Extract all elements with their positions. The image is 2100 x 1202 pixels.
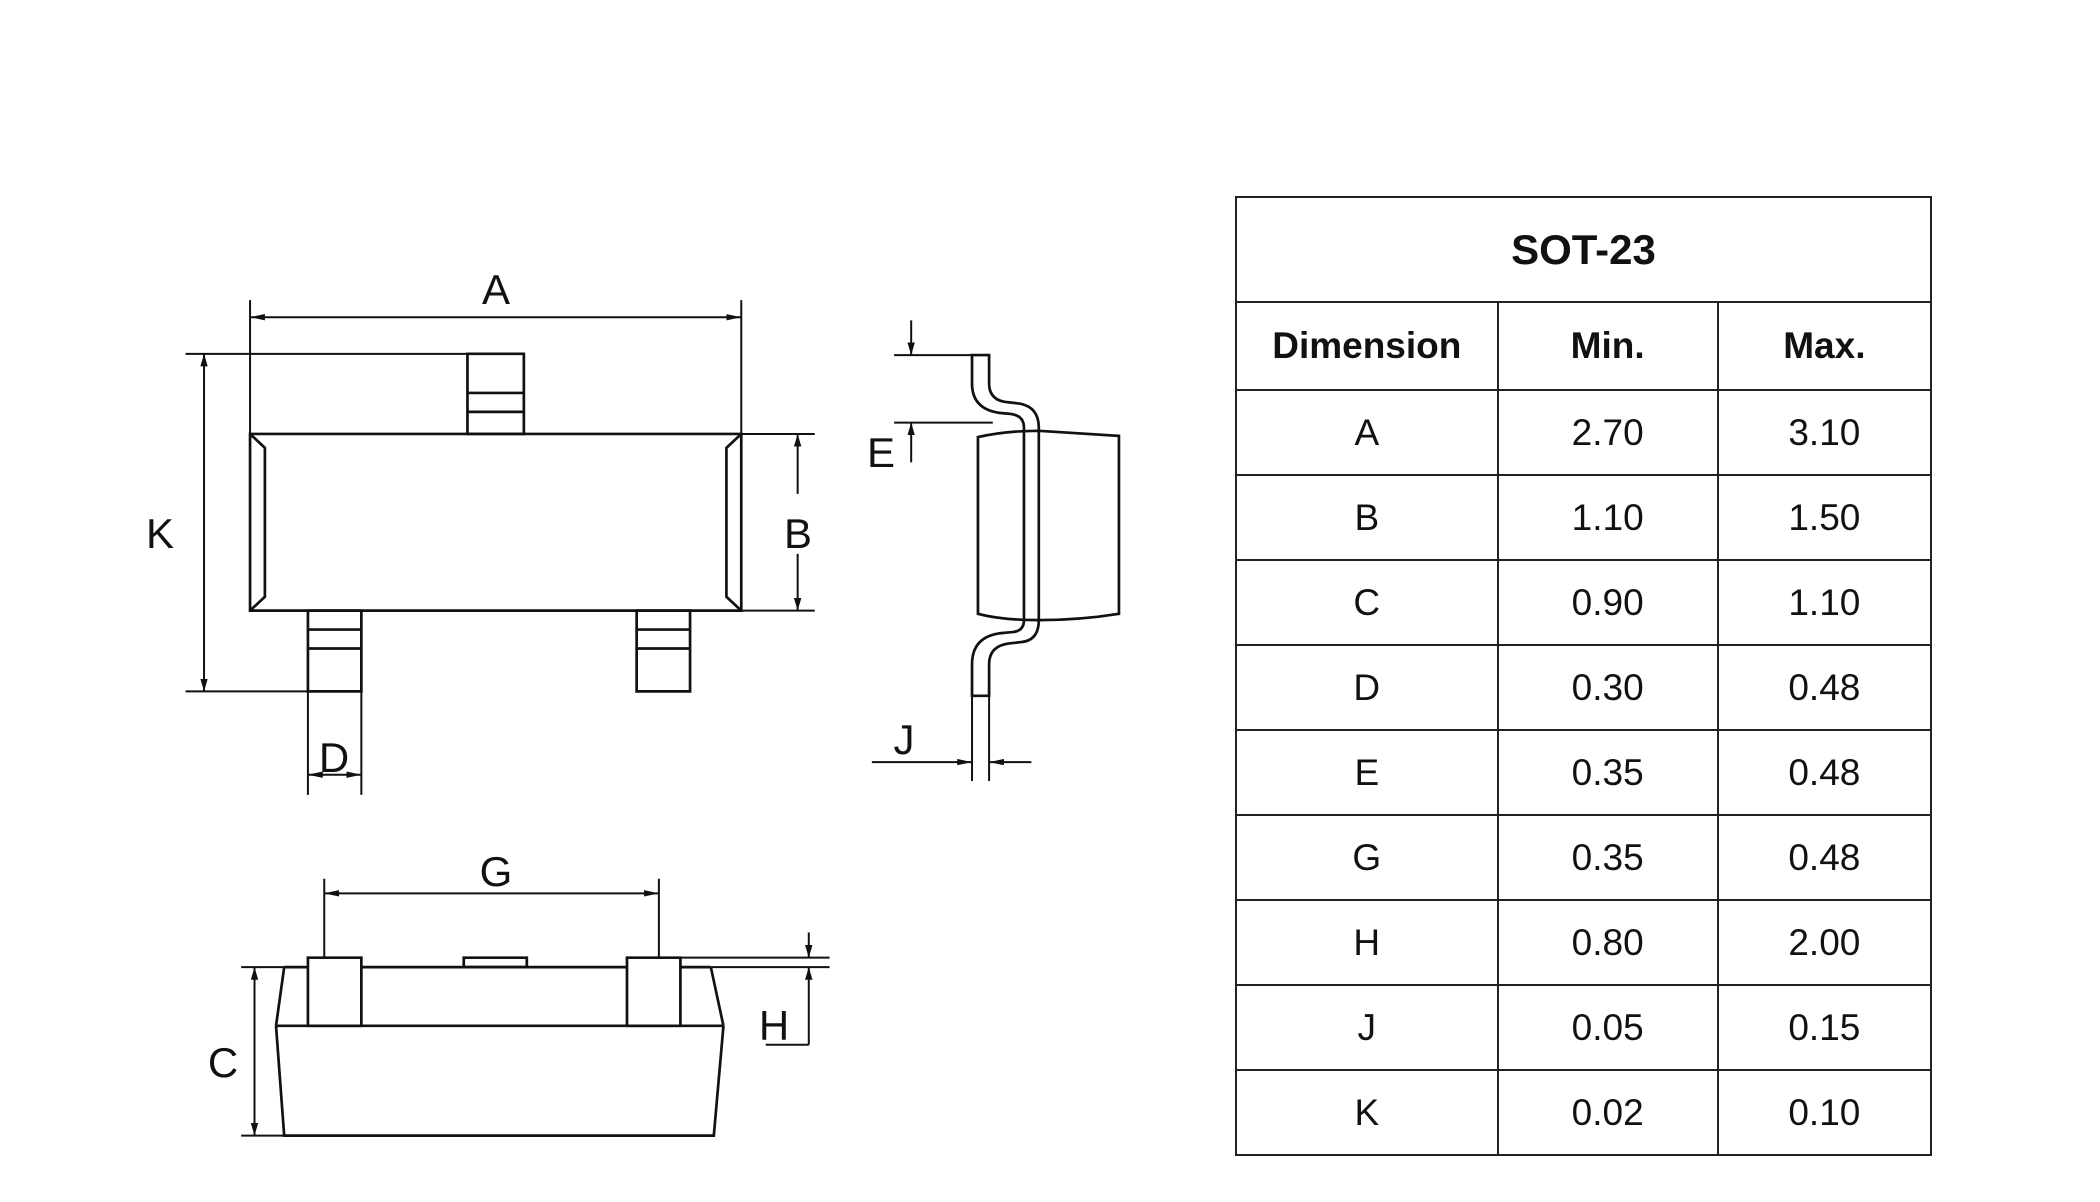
min-cell: 1.10 [1496, 474, 1719, 561]
side-view [872, 320, 1119, 781]
max-cell: 3.10 [1716, 389, 1933, 476]
min-cell: 0.35 [1496, 729, 1719, 816]
label-a: A [482, 266, 510, 313]
label-h: H [759, 1002, 789, 1049]
dimension-cell: C [1235, 559, 1499, 646]
dimension-cell: H [1235, 899, 1499, 986]
label-b: B [784, 510, 812, 557]
header-dimension: Dimension [1235, 301, 1499, 391]
min-cell: 0.35 [1496, 814, 1719, 901]
side-body [978, 431, 1119, 620]
header-max: Max. [1716, 301, 1933, 391]
dimension-cell: B [1235, 474, 1499, 561]
max-cell: 0.10 [1716, 1069, 1933, 1156]
max-cell: 2.00 [1716, 899, 1933, 986]
table-title: SOT-23 [1235, 196, 1932, 303]
label-d: D [319, 734, 349, 781]
min-cell: 0.90 [1496, 559, 1719, 646]
label-k: K [146, 510, 174, 557]
dimension-cell: G [1235, 814, 1499, 901]
min-cell: 2.70 [1496, 389, 1719, 476]
dimension-cell: J [1235, 984, 1499, 1071]
label-c: C [208, 1039, 238, 1086]
top-view [186, 300, 815, 795]
min-cell: 0.05 [1496, 984, 1719, 1071]
dimension-cell: A [1235, 389, 1499, 476]
bottom-right-lead [637, 611, 690, 692]
bottom-left-lead [308, 611, 361, 692]
label-j: J [894, 716, 915, 763]
max-cell: 0.48 [1716, 644, 1933, 731]
front-right-lead [627, 958, 680, 1026]
front-left-lead [308, 958, 361, 1026]
max-cell: 0.48 [1716, 729, 1933, 816]
max-cell: 1.10 [1716, 559, 1933, 646]
max-cell: 0.48 [1716, 814, 1933, 901]
min-cell: 0.80 [1496, 899, 1719, 986]
dimension-cell: E [1235, 729, 1499, 816]
label-e: E [867, 429, 895, 476]
header-min: Min. [1496, 301, 1719, 391]
dimension-cell: D [1235, 644, 1499, 731]
label-g: G [480, 848, 513, 895]
front-view [241, 879, 829, 1136]
package-body [250, 434, 741, 611]
min-cell: 0.02 [1496, 1069, 1719, 1156]
max-cell: 0.15 [1716, 984, 1933, 1071]
dimension-cell: K [1235, 1069, 1499, 1156]
min-cell: 0.30 [1496, 644, 1719, 731]
max-cell: 1.50 [1716, 474, 1933, 561]
